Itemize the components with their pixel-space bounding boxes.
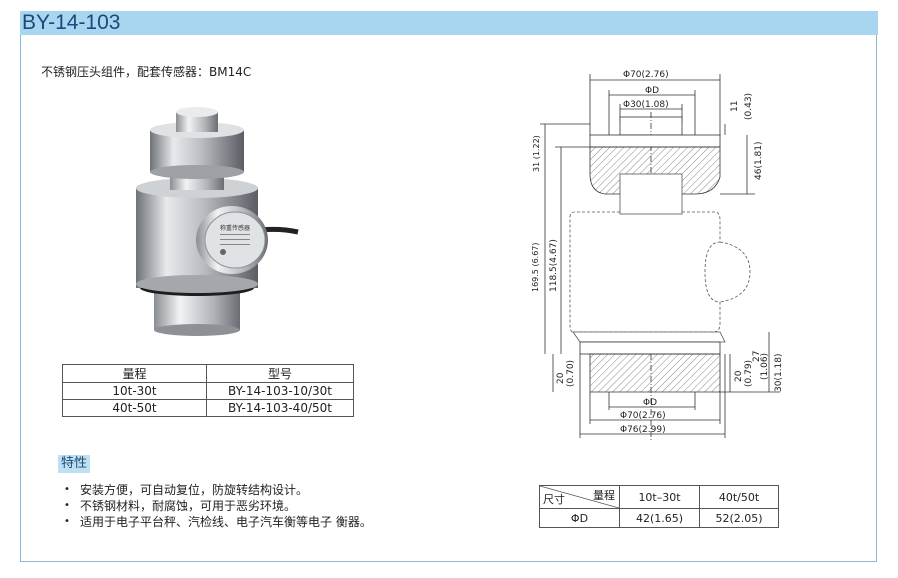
dim-1185: 118.5(4.67) — [549, 239, 559, 292]
table-row: ΦD 42(1.65) 52(2.05) — [539, 508, 779, 528]
corner-label-range: 量程 — [593, 489, 615, 502]
spec-table: 量程 型号 10t-30t BY-14-103-10/30t 40t-50t B… — [62, 364, 354, 417]
dim-20-right: 20 — [734, 370, 744, 382]
dim-31: 31 (1.22) — [532, 135, 541, 172]
dim-070-left: (0.70) — [566, 360, 576, 387]
dimension-table: 量程 尺寸 10t–30t 40t/50t ΦD 42(1.65) 52(2.0… — [539, 485, 779, 528]
product-description: 不锈钢压头组件，配套传感器：BM14C — [41, 65, 252, 79]
dim-043: (0.43) — [744, 93, 754, 120]
dim-bottom-phi70: Φ70(2.76) — [620, 411, 666, 421]
features-heading: 特性 — [58, 455, 90, 473]
dim-top-phi30: Φ30(1.08) — [623, 100, 669, 110]
table-cell: 10t-30t — [62, 382, 207, 400]
content-frame — [20, 35, 877, 562]
dim-11: 11 — [730, 101, 740, 112]
table-cell: 52(2.05) — [699, 508, 779, 528]
column-header: 40t/50t — [699, 485, 779, 509]
dim-46: 46(1.81) — [754, 141, 764, 180]
dim-30: 30(1.18) — [774, 353, 784, 392]
table-row: 10t-30t BY-14-103-10/30t — [62, 382, 354, 400]
list-item: 安装方便，可自动复位，防旋转结构设计。 — [62, 482, 372, 498]
table-cell: 42(1.65) — [619, 508, 700, 528]
column-header: 型号 — [206, 364, 354, 383]
column-header: 量程 — [62, 364, 207, 383]
table-header-row: 量程 尺寸 10t–30t 40t/50t — [539, 485, 779, 509]
column-header: 10t–30t — [619, 485, 700, 509]
page-title: BY-14-103 — [22, 11, 121, 34]
dim-106: (1.06) — [760, 353, 770, 380]
corner-label-size: 尺寸 — [543, 493, 565, 506]
feature-list: 安装方便，可自动复位，防旋转结构设计。 不锈钢材料，耐腐蚀，可用于恶劣环境。 适… — [62, 482, 372, 530]
dim-top-phi70: Φ70(2.76) — [623, 70, 669, 80]
dim-20-left: 20 — [556, 372, 566, 384]
dim-1695: 169.5 (6.67) — [531, 243, 540, 293]
table-header-row: 量程 型号 — [62, 364, 354, 383]
list-item: 不锈钢材料，耐腐蚀，可用于恶劣环境。 — [62, 498, 372, 514]
table-row: 40t-50t BY-14-103-40/50t — [62, 399, 354, 417]
dim-bottom-phi76: Φ76(2.99) — [620, 425, 666, 435]
technical-drawing: Φ70(2.76) ΦD Φ30(1.08) 31 (1.22) 169.5 (… — [531, 70, 784, 442]
title-bar: BY-14-103 — [20, 11, 878, 35]
table-cell: BY-14-103-10/30t — [206, 382, 354, 400]
plate-text: 称重传感器 — [220, 224, 250, 232]
list-item: 适用于电子平台秤、汽检线、电子汽车衡等电子 衡器。 — [62, 514, 372, 530]
dim-079-right: (0.79) — [744, 360, 754, 387]
dim-bottom-phid: ΦD — [643, 398, 657, 408]
dim-top-phid: ΦD — [645, 86, 659, 96]
table-cell: BY-14-103-40/50t — [206, 399, 354, 417]
dim-27: 27 — [752, 351, 762, 362]
product-photo: 称重传感器 — [136, 107, 299, 336]
table-cell: 40t-50t — [62, 399, 207, 417]
table-corner-cell: 量程 尺寸 — [539, 485, 620, 509]
row-label: ΦD — [539, 508, 620, 528]
